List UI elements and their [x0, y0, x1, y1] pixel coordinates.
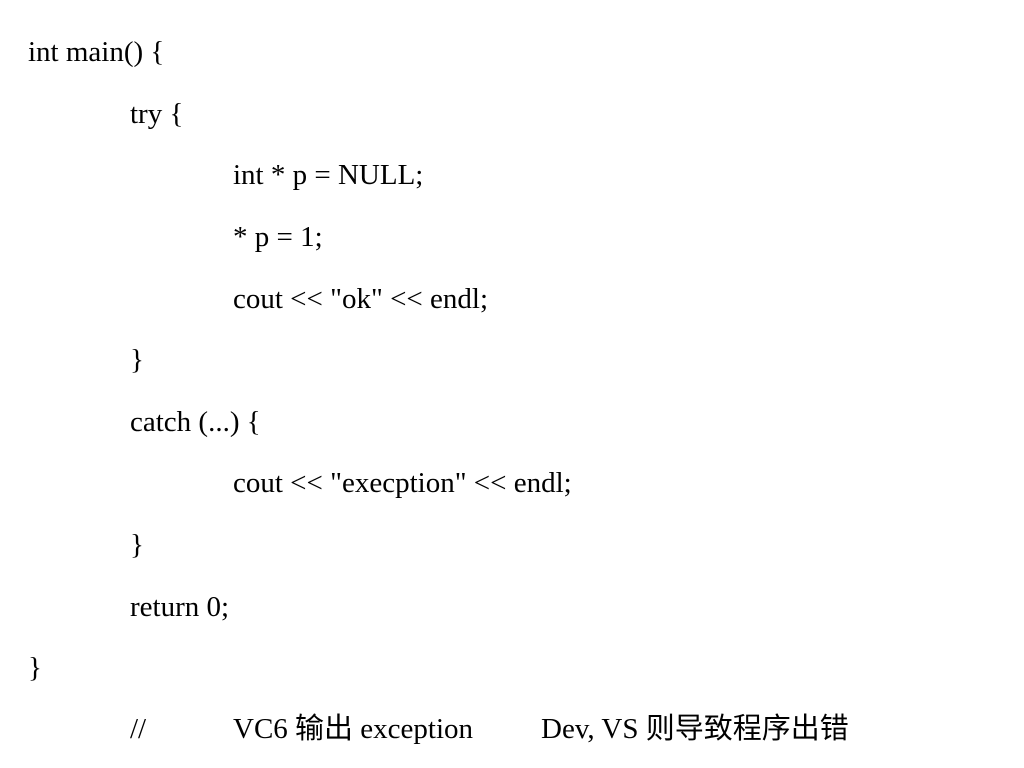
code-line-try-close: } [130, 344, 144, 376]
code-line-cout-exception: cout << "execption" << endl; [233, 467, 572, 499]
comment-marker: // [130, 713, 147, 745]
code-line-pointer-assign: * p = 1; [233, 221, 323, 253]
code-line-main-close: } [28, 652, 42, 684]
code-line-cout-ok: cout << "ok" << endl; [233, 283, 489, 315]
code-line-pointer-decl: int * p = NULL; [233, 159, 424, 191]
code-line-try: try { [130, 98, 184, 130]
code-line-catch: catch (...) { [130, 406, 261, 438]
code-line-catch-close: } [130, 529, 144, 561]
comment-vc6-text: VC6 输出 exception [233, 713, 474, 745]
code-line-return: return 0; [130, 591, 230, 623]
code-line-main: int main() { [28, 36, 165, 68]
comment-dev-text: Dev, VS 则导致程序出错 [541, 713, 849, 745]
